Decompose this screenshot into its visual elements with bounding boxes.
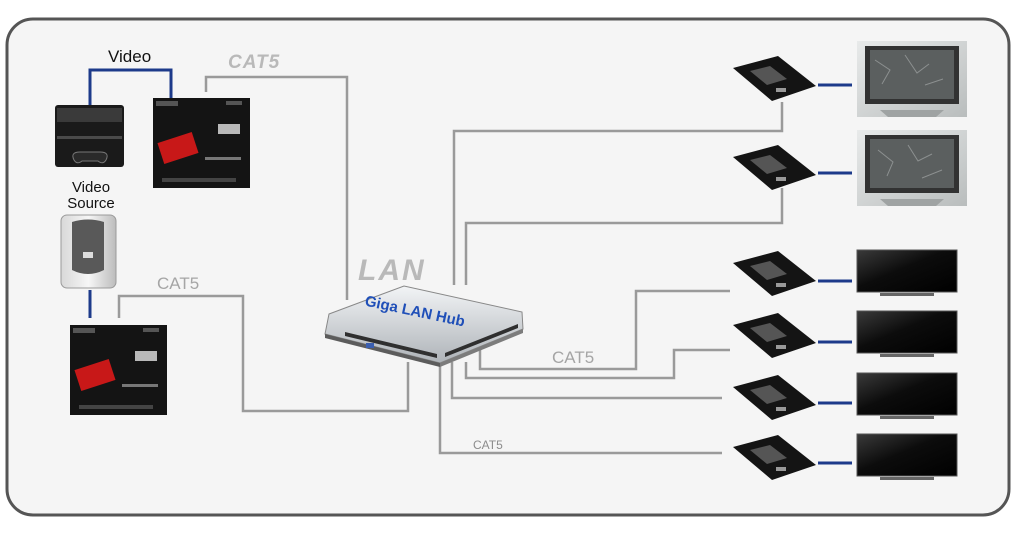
video-label: Video	[108, 47, 152, 66]
lan-label: LAN	[358, 254, 426, 287]
flat-tv-icon	[856, 372, 958, 419]
receiver-box-icon	[733, 251, 816, 296]
crt-monitor-icon	[857, 130, 967, 206]
transmitter-box-icon	[153, 98, 250, 188]
cable-hub-to-rx4	[464, 348, 730, 380]
receiver-box-icon	[733, 56, 816, 101]
cable-hub-to-rx6	[438, 362, 722, 455]
lan-switch-icon: Giga LAN Hub	[324, 285, 524, 367]
flat-tv-icon	[856, 249, 958, 296]
cat5-bottom-label: CAT5	[473, 438, 503, 452]
cable-hub-to-rx2	[464, 188, 784, 285]
video-cables	[88, 68, 852, 465]
video-cable-console-to-tx	[88, 68, 173, 105]
crt-monitor-icon	[857, 41, 967, 117]
cable-tx1-to-hub	[204, 75, 349, 300]
receiver-box-icon	[733, 145, 816, 190]
cat5-top-label: CAT5	[228, 52, 281, 73]
cable-hub-to-rx5	[450, 362, 722, 400]
cat5-cables	[117, 75, 784, 455]
transmitter-box-icon	[70, 325, 167, 415]
receiver-box-icon	[733, 435, 816, 480]
cable-hub-to-tx2	[117, 294, 410, 413]
receiver-box-icon	[733, 313, 816, 358]
cable-hub-to-rx1	[452, 102, 784, 285]
external-drive-icon	[60, 214, 117, 289]
flat-tv-icon	[856, 433, 958, 480]
cable-hub-to-rx3	[478, 289, 730, 371]
cat5-right-label: CAT5	[552, 348, 595, 367]
video-source-label: Video Source	[67, 179, 115, 212]
receiver-box-icon	[733, 375, 816, 420]
flat-tv-icon	[856, 310, 958, 357]
cat5-mid-label: CAT5	[157, 274, 200, 293]
game-console-icon	[55, 105, 124, 167]
